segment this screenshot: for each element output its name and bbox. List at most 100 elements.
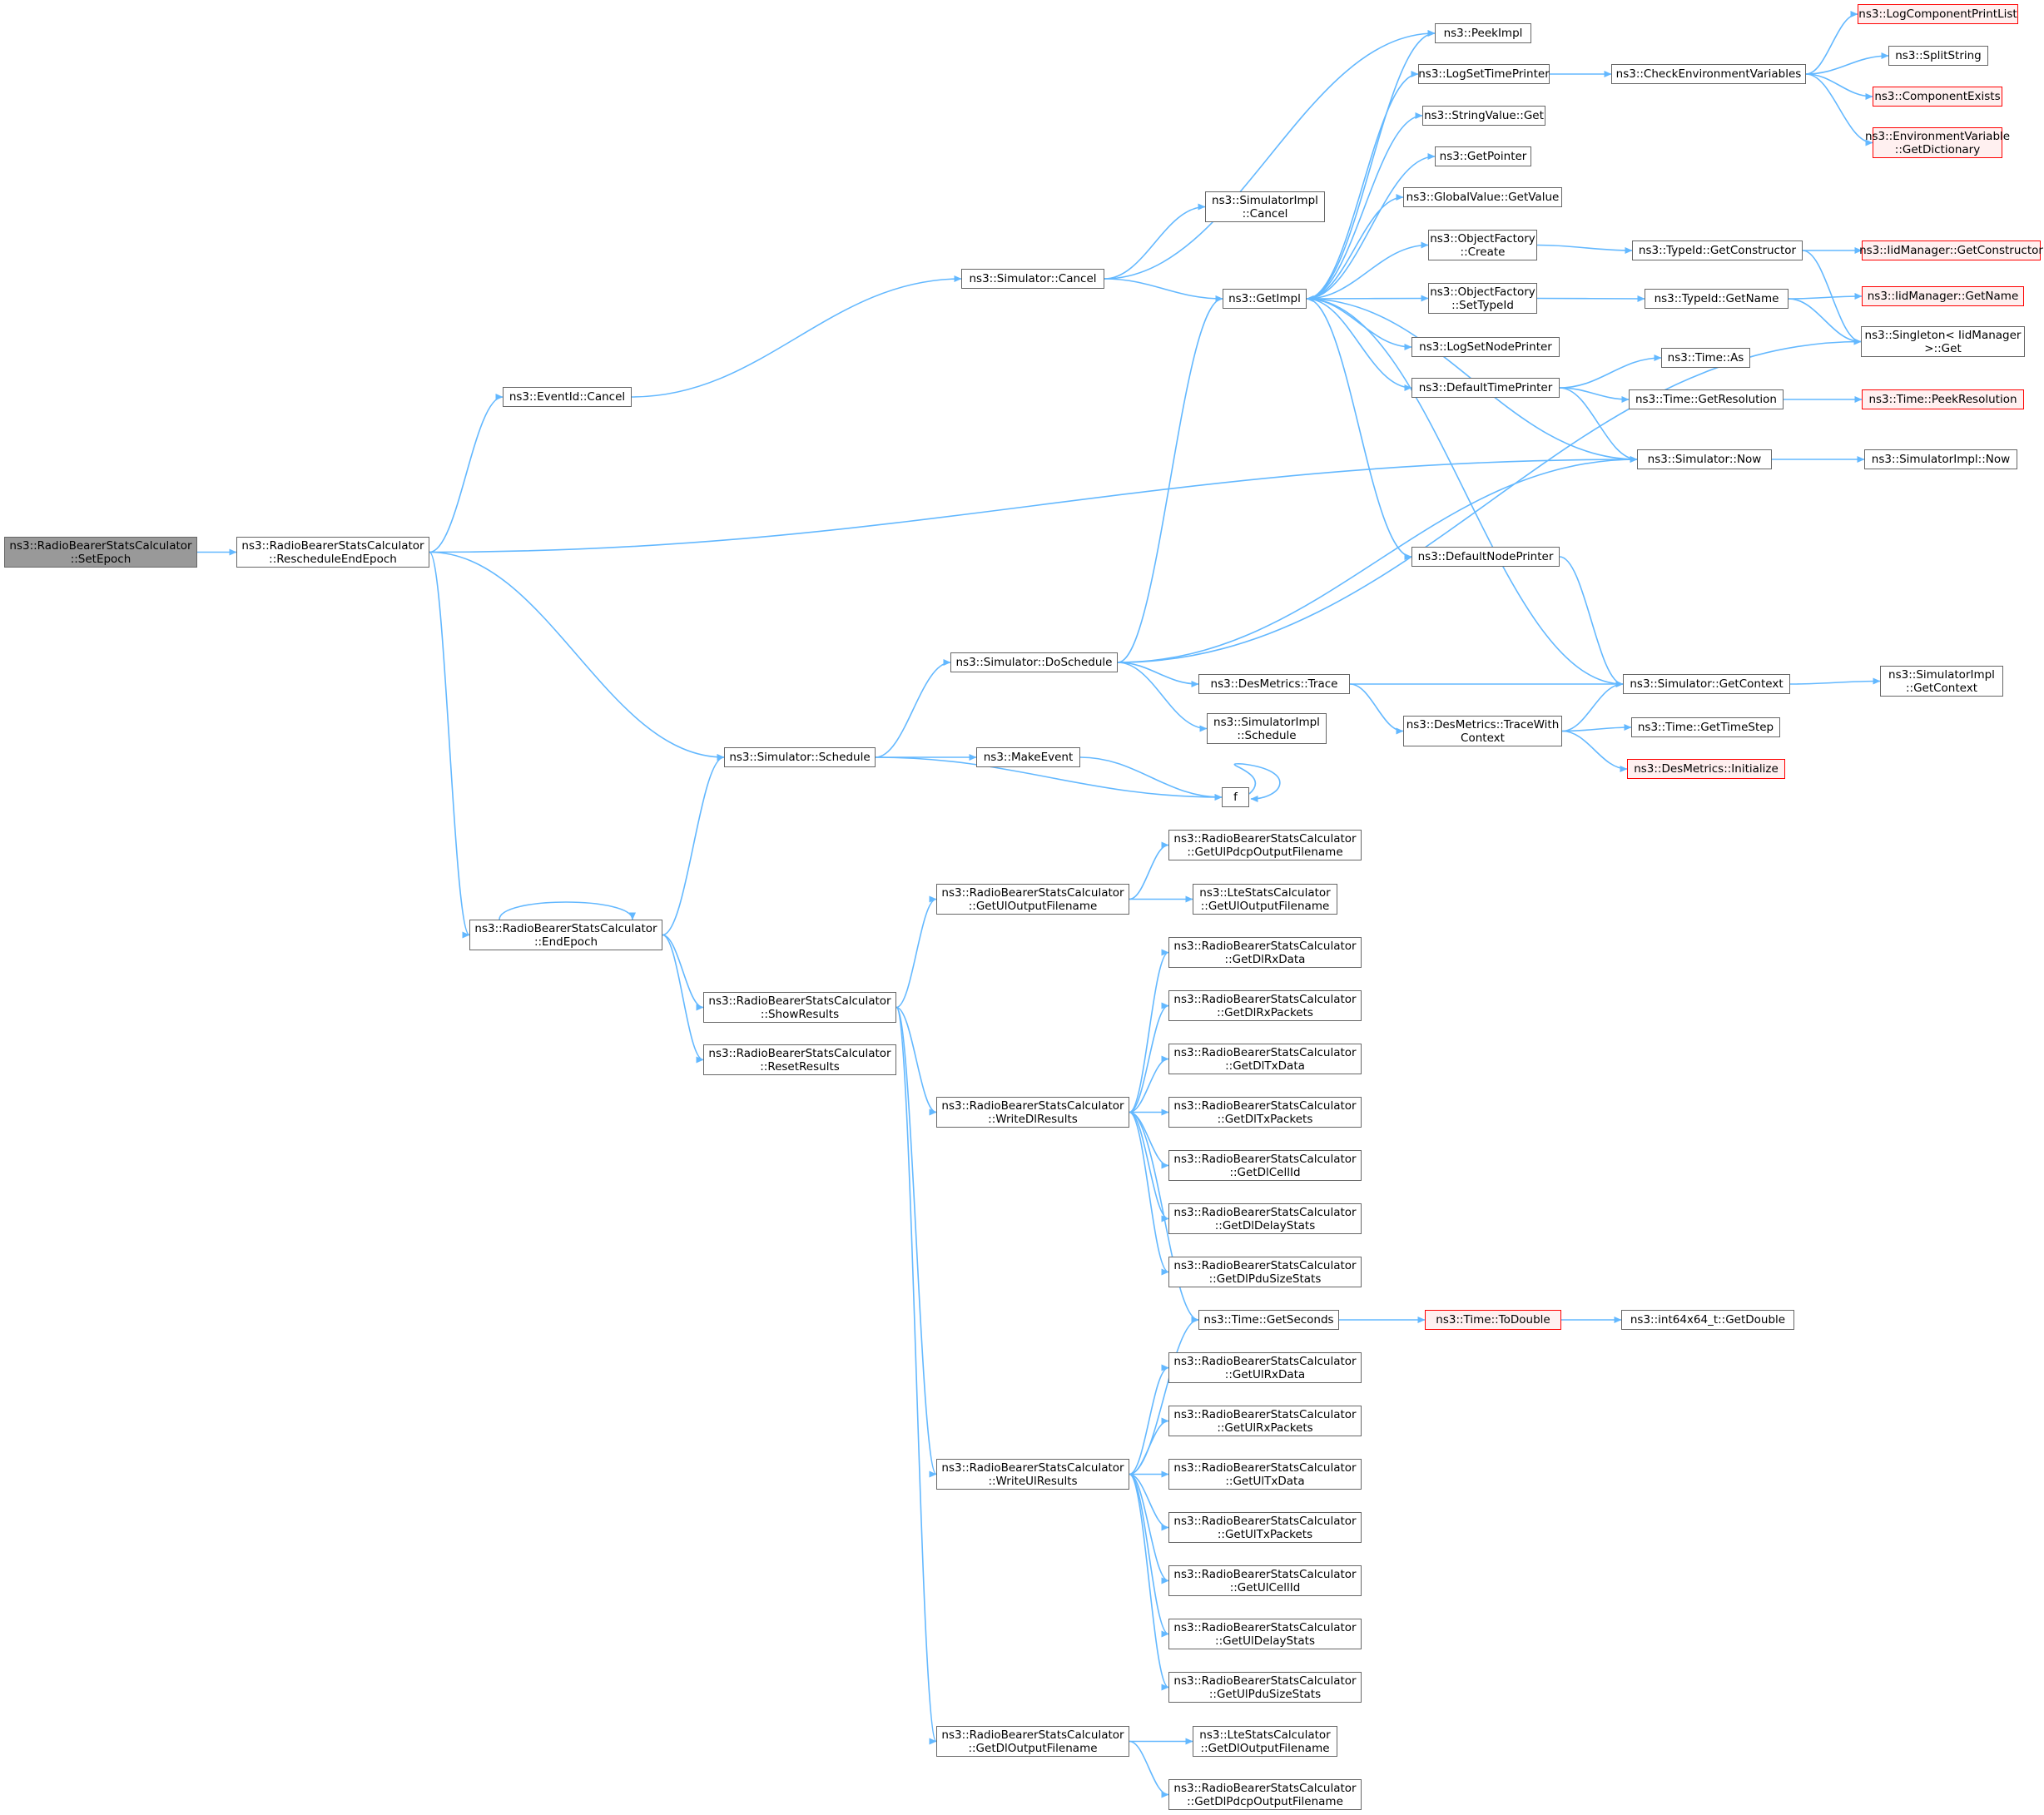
edge-getimpl-to-peekimpl [1306,30,1436,300]
node-objfactory-create[interactable]: ns3::ObjectFactory::Create [1428,230,1537,260]
node-label-line: ns3::PeekImpl [1443,27,1523,40]
node-typeid-getconstructor[interactable]: ns3::TypeId::GetConstructor [1632,241,1803,260]
node-time-todouble[interactable]: ns3::Time::ToDouble [1425,1310,1561,1330]
node-simimpl-cancel[interactable]: ns3::SimulatorImpl::Cancel [1205,191,1325,222]
node-sim-cancel[interactable]: ns3::Simulator::Cancel [961,269,1104,289]
node-lte-getuloutputfilename[interactable]: ns3::LteStatsCalculator::GetUlOutputFile… [1193,884,1337,915]
node-componentexists[interactable]: ns3::ComponentExists [1873,87,2002,107]
node-simimpl-getcontext[interactable]: ns3::SimulatorImpl::GetContext [1880,666,2003,697]
node-time-getseconds[interactable]: ns3::Time::GetSeconds [1198,1310,1339,1330]
node-globalvalue-getvalue[interactable]: ns3::GlobalValue::GetValue [1403,187,1562,207]
node-resetresults[interactable]: ns3::RadioBearerStatsCalculator::ResetRe… [703,1044,896,1075]
node-getdlrxdata[interactable]: ns3::RadioBearerStatsCalculator::GetDlRx… [1168,937,1362,968]
node-simimpl-schedule[interactable]: ns3::SimulatorImpl::Schedule [1207,713,1327,744]
node-getdlpdusizestats[interactable]: ns3::RadioBearerStatsCalculator::GetDlPd… [1168,1257,1362,1287]
edge-getimpl-to-globalvalue-getvalue [1306,194,1404,300]
node-label-line: ::GetDlCellId [1229,1165,1301,1179]
edge-showresults-to-writedlresults [895,1006,937,1116]
node-root[interactable]: ns3::RadioBearerStatsCalculator::SetEpoc… [4,537,197,568]
edge-sim-schedule-to-doschedule [875,659,951,758]
node-desmetrics-initialize[interactable]: ns3::DesMetrics::Initialize [1627,759,1785,779]
node-getdlpdcpoutputfilename[interactable]: ns3::RadioBearerStatsCalculator::GetDlPd… [1168,1779,1362,1810]
node-logsetnodeprinter[interactable]: ns3::LogSetNodePrinter [1411,337,1560,357]
node-getpointer[interactable]: ns3::GetPointer [1435,146,1531,166]
node-int64x64-getdouble[interactable]: ns3::int64x64_t::GetDouble [1621,1310,1794,1330]
node-getulcellid[interactable]: ns3::RadioBearerStatsCalculator::GetUlCe… [1168,1565,1362,1596]
node-eventid-cancel[interactable]: ns3::EventId::Cancel [503,387,632,407]
node-time-as[interactable]: ns3::Time::As [1661,348,1750,368]
node-sim-getcontext[interactable]: ns3::Simulator::GetContext [1623,674,1790,694]
node-f[interactable]: f [1222,787,1249,807]
node-time-peekresolution[interactable]: ns3::Time::PeekResolution [1862,389,2024,409]
node-endepoch[interactable]: ns3::RadioBearerStatsCalculator::EndEpoc… [469,920,662,950]
edge-writeulresults-to-getultxpackets [1129,1473,1169,1531]
node-splitstring[interactable]: ns3::SplitString [1888,46,1988,66]
node-reschedule[interactable]: ns3::RadioBearerStatsCalculator::Resched… [236,537,429,568]
node-time-gettimestep[interactable]: ns3::Time::GetTimeStep [1631,717,1780,737]
node-typeid-getname[interactable]: ns3::TypeId::GetName [1645,289,1788,309]
edge-writeulresults-to-getulrxdata [1129,1364,1169,1475]
node-label-line: ::Cancel [1242,206,1288,221]
node-label-line: ns3::Simulator::Schedule [729,751,871,764]
node-stringvalue-get[interactable]: ns3::StringValue::Get [1422,106,1545,126]
node-getimpl[interactable]: ns3::GetImpl [1223,289,1307,309]
edge-defaulttimeprinter-to-sim-now [1559,387,1638,463]
node-checkenv[interactable]: ns3::CheckEnvironmentVariables [1611,64,1806,84]
node-getdlcellid[interactable]: ns3::RadioBearerStatsCalculator::GetDlCe… [1168,1150,1362,1181]
node-makeevent[interactable]: ns3::MakeEvent [976,747,1080,767]
node-label-line: ns3::Time::ToDouble [1436,1313,1550,1327]
node-getdltxdata[interactable]: ns3::RadioBearerStatsCalculator::GetDlTx… [1168,1044,1362,1074]
node-showresults[interactable]: ns3::RadioBearerStatsCalculator::ShowRes… [703,992,896,1023]
node-getultxdata[interactable]: ns3::RadioBearerStatsCalculator::GetUlTx… [1168,1459,1362,1490]
edge-endepoch-to-endepoch [499,901,636,920]
edge-reschedule-to-eventid-cancel [429,394,504,553]
node-getulrxdata[interactable]: ns3::RadioBearerStatsCalculator::GetUlRx… [1168,1352,1362,1383]
edge-typeid-getname-to-singleton-get [1788,298,1862,345]
node-getdltxpackets[interactable]: ns3::RadioBearerStatsCalculator::GetDlTx… [1168,1097,1362,1128]
node-doschedule[interactable]: ns3::Simulator::DoSchedule [950,652,1118,672]
node-label-line: ns3::RadioBearerStatsCalculator [941,885,1124,900]
node-singleton-get[interactable]: ns3::Singleton< IidManager>::Get [1861,326,2025,357]
node-label-line: ::Schedule [1237,728,1297,742]
edge-objfactory-settypeid-to-typeid-getname [1536,295,1645,302]
node-objfactory-settypeid[interactable]: ns3::ObjectFactory::SetTypeId [1428,283,1537,314]
edge-desmetrics-tracewithcontext-to-sim-getcontext [1561,681,1624,732]
node-getulpdusizestats[interactable]: ns3::RadioBearerStatsCalculator::GetUlPd… [1168,1672,1362,1703]
node-label-line: ns3::RadioBearerStatsCalculator [1173,1152,1357,1166]
node-label-line: ns3::RadioBearerStatsCalculator [1173,1674,1357,1688]
node-label-line: ns3::Time::PeekResolution [1868,393,2017,406]
node-label-line: ns3::RadioBearerStatsCalculator [941,1728,1124,1742]
node-logcomponentprintlist[interactable]: ns3::LogComponentPrintList [1858,4,2018,24]
node-desmetrics-trace[interactable]: ns3::DesMetrics::Trace [1198,674,1350,694]
node-iidmanager-getconstructor[interactable]: ns3::IidManager::GetConstructor [1859,241,2043,260]
node-lte-getdloutputfilename[interactable]: ns3::LteStatsCalculator::GetDlOutputFile… [1193,1726,1337,1757]
node-getulrxpackets[interactable]: ns3::RadioBearerStatsCalculator::GetUlRx… [1168,1406,1362,1436]
node-peekimpl[interactable]: ns3::PeekImpl [1435,23,1531,43]
node-label-line: ns3::Simulator::DoSchedule [955,656,1113,669]
node-getuloutputfilename[interactable]: ns3::RadioBearerStatsCalculator::GetUlOu… [936,884,1129,915]
node-writedlresults[interactable]: ns3::RadioBearerStatsCalculator::WriteDl… [936,1097,1129,1128]
node-getdldelaystats[interactable]: ns3::RadioBearerStatsCalculator::GetDlDe… [1168,1203,1362,1234]
node-envvar-getdictionary[interactable]: ns3::EnvironmentVariable::GetDictionary [1865,127,2010,158]
node-label-line: ns3::RadioBearerStatsCalculator [241,538,424,553]
node-simimpl-now[interactable]: ns3::SimulatorImpl::Now [1864,449,2017,469]
node-iidmanager-getname[interactable]: ns3::IidManager::GetName [1862,286,2024,306]
edge-doschedule-to-simimpl-schedule [1117,662,1208,732]
node-getuldelaystats[interactable]: ns3::RadioBearerStatsCalculator::GetUlDe… [1168,1619,1362,1649]
node-time-getresolution[interactable]: ns3::Time::GetResolution [1629,389,1784,409]
node-getdloutputfilename[interactable]: ns3::RadioBearerStatsCalculator::GetDlOu… [936,1726,1129,1757]
node-getulpdcpoutputfilename[interactable]: ns3::RadioBearerStatsCalculator::GetUlPd… [1168,830,1362,860]
node-writeulresults[interactable]: ns3::RadioBearerStatsCalculator::WriteUl… [936,1459,1129,1490]
node-getdlrxpackets[interactable]: ns3::RadioBearerStatsCalculator::GetDlRx… [1168,990,1362,1021]
node-logsettimeprinter[interactable]: ns3::LogSetTimePrinter [1418,64,1550,84]
node-sim-now[interactable]: ns3::Simulator::Now [1637,449,1772,469]
node-defaulttimeprinter[interactable]: ns3::DefaultTimePrinter [1411,378,1560,398]
node-defaultnodeprinter[interactable]: ns3::DefaultNodePrinter [1411,547,1560,567]
node-sim-schedule[interactable]: ns3::Simulator::Schedule [724,747,876,767]
edge-doschedule-to-sim-now [1117,456,1638,663]
node-label-line: ns3::Simulator::GetContext [1630,677,1784,691]
node-getultxpackets[interactable]: ns3::RadioBearerStatsCalculator::GetUlTx… [1168,1512,1362,1543]
edge-reschedule-to-endepoch [429,551,470,939]
edge-getimpl-to-objfactory-settypeid [1306,295,1429,302]
